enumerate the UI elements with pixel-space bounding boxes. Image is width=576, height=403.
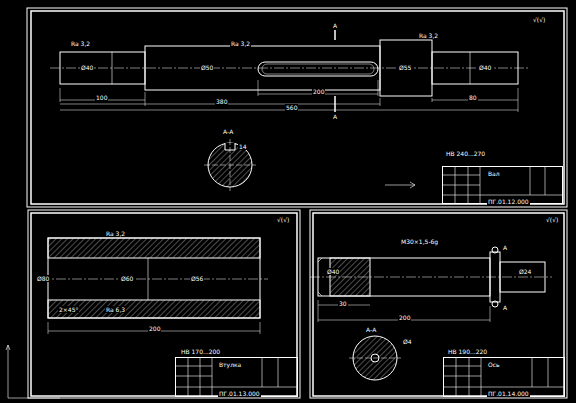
- dimension-label: Ø40: [326, 268, 340, 275]
- dimension-label: НВ 240...270: [445, 150, 486, 157]
- dimension-label: √(√): [276, 216, 290, 223]
- dimension-label: Ø60: [120, 275, 134, 282]
- dimension-label: Ra 3,2: [70, 40, 91, 47]
- dimension-label: НВ 170...200: [180, 348, 221, 355]
- dimension-label: А: [332, 113, 338, 120]
- dimension-label: 200: [312, 88, 325, 95]
- dimension-label: Ra 3,2: [418, 32, 439, 39]
- dimension-label: √(√): [545, 216, 559, 223]
- dimension-label: НВ 190...220: [447, 348, 488, 355]
- dimension-label: Ø24: [518, 268, 532, 275]
- title-block: ОсьПГ.01.14.000: [443, 357, 565, 397]
- dimension-label: 80: [468, 94, 478, 101]
- drawing-code: ПГ.01.12.000: [487, 198, 530, 205]
- dimension-label: 30: [338, 300, 348, 307]
- dimension-label: А: [332, 22, 338, 29]
- dimension-label: √(√): [532, 16, 546, 23]
- dimension-label: А-А: [365, 326, 377, 333]
- dimension-label: 2×45°: [58, 306, 79, 313]
- title-block: ВалПГ.01.12.000: [442, 166, 563, 204]
- dimension-label: Ø50: [200, 64, 214, 71]
- dimension-label: 200: [398, 314, 411, 321]
- dimension-label: 200: [148, 325, 161, 332]
- dimension-label: Ra 3,2: [230, 40, 251, 47]
- part-name: Вал: [487, 170, 501, 177]
- dimension-label: 100: [95, 94, 108, 101]
- dimension-label: А: [502, 244, 508, 251]
- dimension-label: А: [502, 304, 508, 311]
- drawing-code: ПГ.01.14.000: [487, 390, 530, 397]
- dimension-label: 380: [215, 98, 228, 105]
- drawing-code: ПГ.01.13.000: [218, 390, 261, 397]
- dimension-label: Ø4: [402, 338, 413, 345]
- dimension-label: 14: [238, 143, 248, 150]
- dimension-label: Ø56: [190, 275, 204, 282]
- part-name: Втулка: [218, 361, 242, 368]
- title-block: ВтулкаПГ.01.13.000: [175, 357, 298, 397]
- dimension-label: Ra 3,2: [105, 230, 126, 237]
- dimension-label: А-А: [222, 128, 234, 135]
- dimension-label: М30×1,5-6g: [400, 238, 439, 245]
- part-name: Ось: [487, 361, 501, 368]
- dimension-label: Ø55: [398, 64, 412, 71]
- dimension-label: 560: [285, 104, 298, 111]
- dimension-label: Ø80: [36, 275, 50, 282]
- dimension-label: Ra 6,3: [105, 306, 126, 313]
- dimension-label: Ø40: [478, 64, 492, 71]
- dimension-label: Ø40: [80, 64, 94, 71]
